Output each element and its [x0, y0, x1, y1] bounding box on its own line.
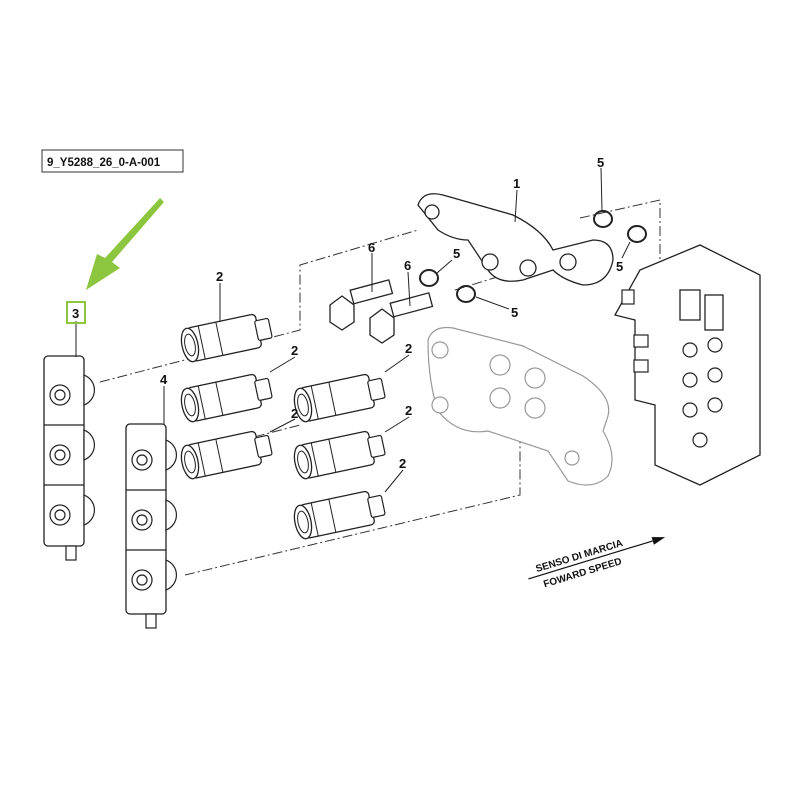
- piston-2[interactable]: [179, 311, 274, 363]
- o-ring: [627, 225, 647, 243]
- callout-6: 6: [368, 240, 375, 255]
- callout-3: 3: [72, 306, 79, 321]
- callout-2: 2: [405, 341, 412, 356]
- piston-2[interactable]: [292, 488, 387, 540]
- o-ring: [456, 285, 476, 303]
- highlight-arrow: [86, 198, 164, 290]
- callout-2: 2: [291, 406, 298, 421]
- callout-4: 4: [160, 372, 168, 387]
- callout-5: 5: [616, 259, 623, 274]
- valve-block-3[interactable]: [43, 355, 96, 561]
- callout-5: 5: [453, 246, 460, 261]
- o-ring: [419, 269, 439, 287]
- callout-5: 5: [597, 155, 604, 170]
- o-ring: [593, 210, 613, 228]
- callout-2: 2: [399, 456, 406, 471]
- piston-2[interactable]: [292, 428, 387, 480]
- piston-2[interactable]: [179, 428, 274, 480]
- bracket-outline: [427, 326, 613, 486]
- svg-text:9_Y5288_26_0-A-001: 9_Y5288_26_0-A-001: [47, 157, 161, 169]
- callout-6: 6: [404, 258, 411, 273]
- o-rings: [419, 210, 647, 303]
- callouts: 1 5 5 5 5 6 6 2 2 2 2 2 2 4 3: [66, 155, 623, 471]
- piston-2[interactable]: [179, 371, 274, 423]
- callout-5: 5: [511, 305, 518, 320]
- callout-2: 2: [216, 269, 223, 284]
- callout-3-highlight-box: [66, 301, 86, 324]
- reference-label: 9_Y5288_26_0-A-001: [41, 149, 184, 173]
- control-valve[interactable]: [614, 244, 761, 486]
- pistons: [179, 311, 387, 540]
- leader-lines: [75, 167, 631, 493]
- callout-2: 2: [291, 343, 298, 358]
- valve-block-4[interactable]: [125, 423, 178, 629]
- bolt-6a[interactable]: [329, 279, 394, 331]
- callout-2: 2: [405, 403, 412, 418]
- bolt-6b[interactable]: [369, 292, 434, 344]
- piston-2[interactable]: [292, 371, 387, 423]
- bracket-1[interactable]: [417, 193, 614, 286]
- callout-1: 1: [513, 176, 520, 191]
- direction-indicator: SENSO DI MARCIA FOWARD SPEED: [528, 537, 666, 590]
